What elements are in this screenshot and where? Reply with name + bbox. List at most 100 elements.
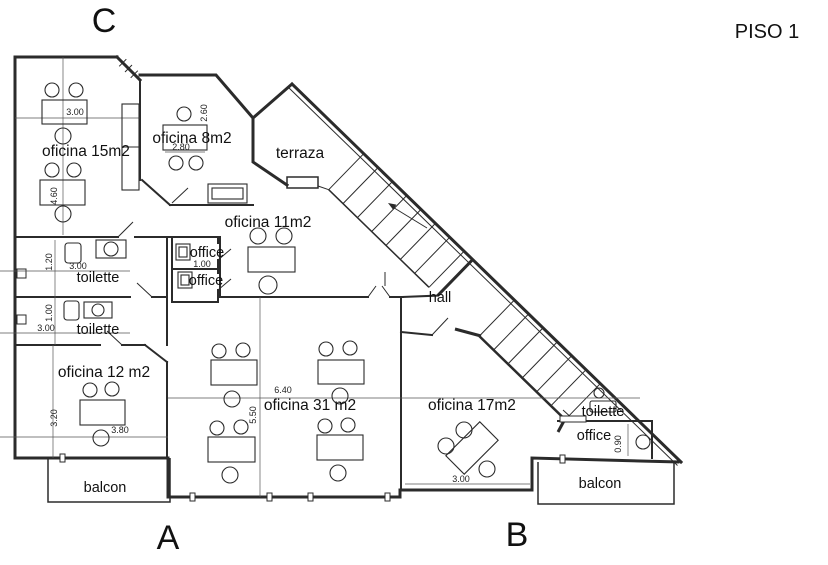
marker-b: B [506,516,529,554]
dim-office-width: 1.00 [193,259,211,269]
oficina17-furniture [437,421,499,478]
outer-walls [13,54,684,499]
office-right-shelf [559,415,587,423]
chair [44,162,60,178]
chair [478,460,496,478]
dim-oficina12-width: 3.80 [111,425,129,435]
door-oficina15 [117,221,134,238]
door-hall-jambs [367,272,391,298]
dimension-lines [0,57,640,497]
toilet [63,300,80,321]
wall-vent-1 [16,268,27,279]
room-label-balcon-left: balcon [84,480,127,496]
chair [188,155,204,171]
oficina31-furniture [207,340,365,484]
toilette-left-fixtures [63,239,127,321]
room-label-terraza: terraza [276,145,325,162]
sink-counter [95,239,127,259]
toilet [64,242,82,264]
desk [316,434,364,461]
dim-oficina31-depth: 5.50 [248,406,258,424]
dimension-labels: 3.00 4.60 2.60 2.80 1.20 3.00 1.00 3.00 … [37,104,623,484]
marker-c: C [92,2,117,40]
stairs-up-arrow-line [390,205,428,229]
chair [249,227,267,245]
chair [455,421,473,439]
room-label-office-left-2: office [189,273,223,289]
dim-toilette1-depth: 1.20 [44,253,54,271]
chair [54,205,72,223]
room-label-toilette-left-1: toilette [77,270,120,286]
chair [82,382,98,398]
desk [39,179,86,206]
sink-counter [83,301,113,319]
sink [635,434,651,450]
chair [68,82,84,98]
chair [437,437,455,455]
chair [221,466,239,484]
marker-a: A [157,519,180,557]
room-labels: oficina 15m2 oficina 8m2 terraza oficina… [42,130,624,496]
dim-oficina15-depth: 4.60 [49,187,59,205]
toilette-right-fixtures [589,387,651,450]
chair [329,464,347,482]
room-label-oficina31: oficina 31 m2 [264,397,356,414]
stairs-lower-rail-wall [478,335,567,421]
door-toilette1 [136,282,153,298]
chair [104,381,120,397]
section-markers: C A B [92,2,529,557]
oficina8-furniture [162,106,248,204]
chair [92,429,110,447]
door-office2 [217,278,232,291]
toilet [589,400,617,413]
chair [223,390,241,408]
door-oficina8 [171,187,189,204]
stairs-lower-start-stub [454,327,482,338]
sink [103,241,119,257]
desk [247,246,296,273]
dim-office-right-width: 0.90 [613,435,623,453]
facade-ticks [16,268,587,502]
chair [209,420,225,436]
closet [207,183,248,204]
dim-oficina12-depth: 3.20 [49,409,59,427]
dim-oficina31-width: 6.40 [274,385,292,395]
stairs-upper-rail [328,189,430,288]
desk [445,421,499,475]
sink [593,387,605,399]
desk [79,399,126,426]
closet-inner [211,187,244,200]
door-leaves [106,187,576,422]
balcon-right-outline [537,462,675,505]
page-title: PISO 1 [735,21,799,43]
dim-oficina17-width: 3.00 [452,474,470,484]
desk [207,436,256,463]
oficina11-furniture [247,227,296,295]
dim-toilette1-width: 3.00 [69,261,87,271]
chair [258,275,278,295]
chair [54,127,72,145]
room-label-toilette-right: toilette [582,404,625,420]
room-label-oficina17: oficina 17m2 [428,397,516,414]
desk [41,99,88,125]
wall-vent-2 [16,314,27,325]
sink [91,303,105,317]
stairs-upper-landing-wall [436,258,474,297]
room-label-oficina11: oficina 11m2 [225,214,312,231]
room-label-toilette-left-2: toilette [77,322,120,338]
chair [176,106,192,122]
dim-toilette2-depth: 1.00 [44,304,54,322]
furniture [39,82,651,484]
desk [317,359,365,385]
desk [162,124,208,151]
terraza-left-wall [251,116,290,188]
chair [317,418,333,434]
stairs-upper-treads [328,153,465,288]
room-label-office-left-1: office [190,245,224,261]
hypotenuse-inner-line [288,87,678,466]
chair [233,419,249,435]
chair [44,82,60,98]
chair [211,343,227,359]
oficina15-furniture [39,82,140,223]
